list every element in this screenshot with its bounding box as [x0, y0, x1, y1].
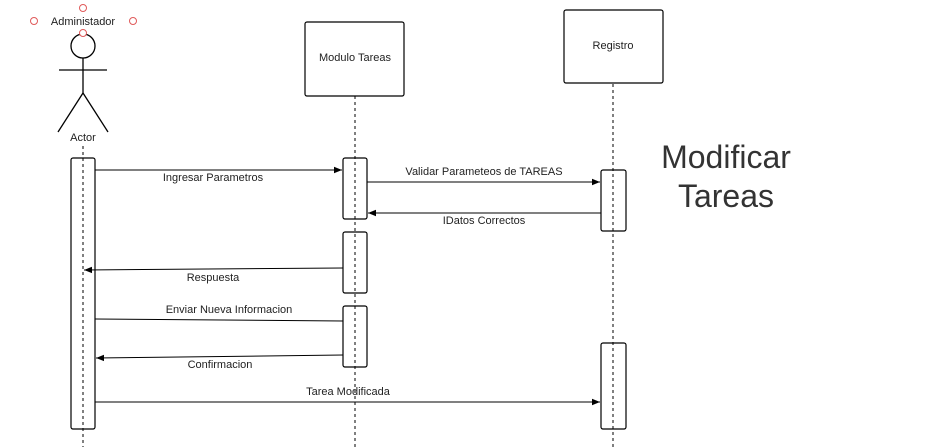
registro-label: Registro: [593, 40, 634, 52]
registro-activation-2[interactable]: [600, 342, 627, 430]
actor-leg-left: [57, 92, 84, 133]
message-tarea-modificada[interactable]: Tarea Modificada: [95, 386, 600, 406]
selection-handle[interactable]: [30, 17, 38, 25]
message-label: Ingresar Parametros: [163, 172, 264, 184]
actor-leg-right: [82, 92, 109, 133]
actor-activation[interactable]: [70, 157, 96, 430]
message-label: Tarea Modificada: [306, 386, 391, 398]
actor[interactable]: Administador Actor: [30, 4, 137, 145]
selection-handle[interactable]: [79, 29, 87, 37]
selection-handle[interactable]: [129, 17, 137, 25]
message-enviar[interactable]: Enviar Nueva Informacion: [94, 304, 344, 322]
modulo-activation-3[interactable]: [342, 305, 368, 368]
selection-handle[interactable]: [79, 4, 87, 12]
registro-activation-1[interactable]: [600, 169, 627, 232]
modulo-activation-1[interactable]: [342, 157, 368, 220]
modulo-activation-2[interactable]: [342, 231, 368, 294]
registro-box[interactable]: Registro: [563, 9, 664, 84]
message-respuesta[interactable]: Respuesta: [83, 266, 344, 284]
message-label: Respuesta: [187, 272, 240, 284]
modulo-tareas-label: Modulo Tareas: [319, 52, 391, 64]
message-confirmacion[interactable]: Confirmacion: [95, 354, 344, 371]
message-ingresar[interactable]: Ingresar Parametros: [95, 166, 342, 184]
message-label: Validar Parameteos de TAREAS: [405, 166, 562, 178]
actor-top-label: Administador: [51, 16, 116, 28]
actor-head: [70, 33, 96, 59]
message-label: IDatos Correctos: [443, 215, 526, 227]
message-label: Confirmacion: [188, 359, 253, 371]
modulo-tareas-box[interactable]: Modulo Tareas: [304, 21, 405, 97]
message-validar[interactable]: Validar Parameteos de TAREAS: [367, 166, 600, 186]
diagram-title-line1: Modificar: [661, 139, 791, 175]
actor-bottom-label: Actor: [70, 132, 96, 144]
diagram-title-line2: Tareas: [678, 178, 774, 214]
message-datos-correctos[interactable]: IDatos Correctos: [368, 209, 601, 227]
message-label: Enviar Nueva Informacion: [166, 304, 293, 316]
